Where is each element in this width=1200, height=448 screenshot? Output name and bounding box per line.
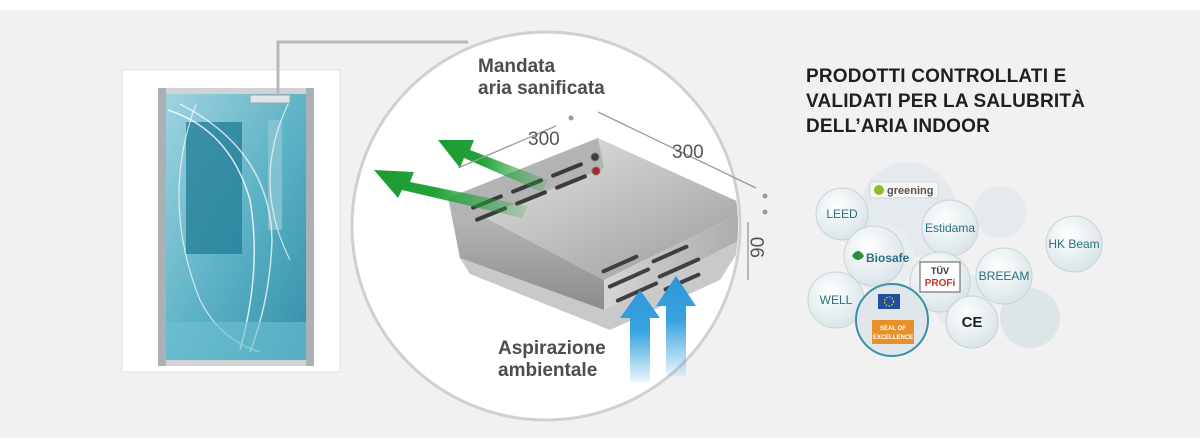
cert-breeam: BREEAM: [979, 269, 1030, 283]
cert-estidama: Estidama: [925, 221, 975, 235]
headline: PRODOTTI CONTROLLATI E VALIDATI PER LA S…: [806, 66, 1086, 137]
cert-seal-line2: EXCELLENCE: [873, 335, 913, 341]
cert-ce: CE: [962, 314, 983, 331]
dimension-depth: 300: [672, 142, 704, 163]
cert-tuv: TÜV: [931, 266, 949, 276]
cert-greening: greening: [887, 185, 933, 197]
biosafe-leaf-icon: [852, 251, 864, 260]
dimension-width: 300: [528, 129, 560, 150]
intake-arrow-icon: [620, 276, 696, 382]
elevator-cabin-illustration: [121, 40, 468, 373]
cert-biosafe: Biosafe: [866, 251, 910, 265]
cert-seal-line1: SEAL OF: [880, 326, 906, 332]
eu-flag-icon: [878, 294, 900, 309]
certification-cluster: greening LEED Estidama HK Beam Biosafe T…: [807, 162, 1103, 357]
cert-leed: LEED: [826, 207, 858, 221]
outlet-label: Mandata aria sanificata: [478, 56, 605, 99]
outlet-arrow-icon: [374, 140, 548, 218]
cert-hk-beam: HK Beam: [1048, 237, 1099, 251]
intake-label: Aspirazione ambientale: [498, 338, 606, 381]
dimension-height: 90: [748, 237, 769, 258]
dimension-lines: [457, 111, 757, 280]
cert-profi: PROFi: [925, 278, 956, 289]
cert-well: WELL: [820, 293, 853, 307]
